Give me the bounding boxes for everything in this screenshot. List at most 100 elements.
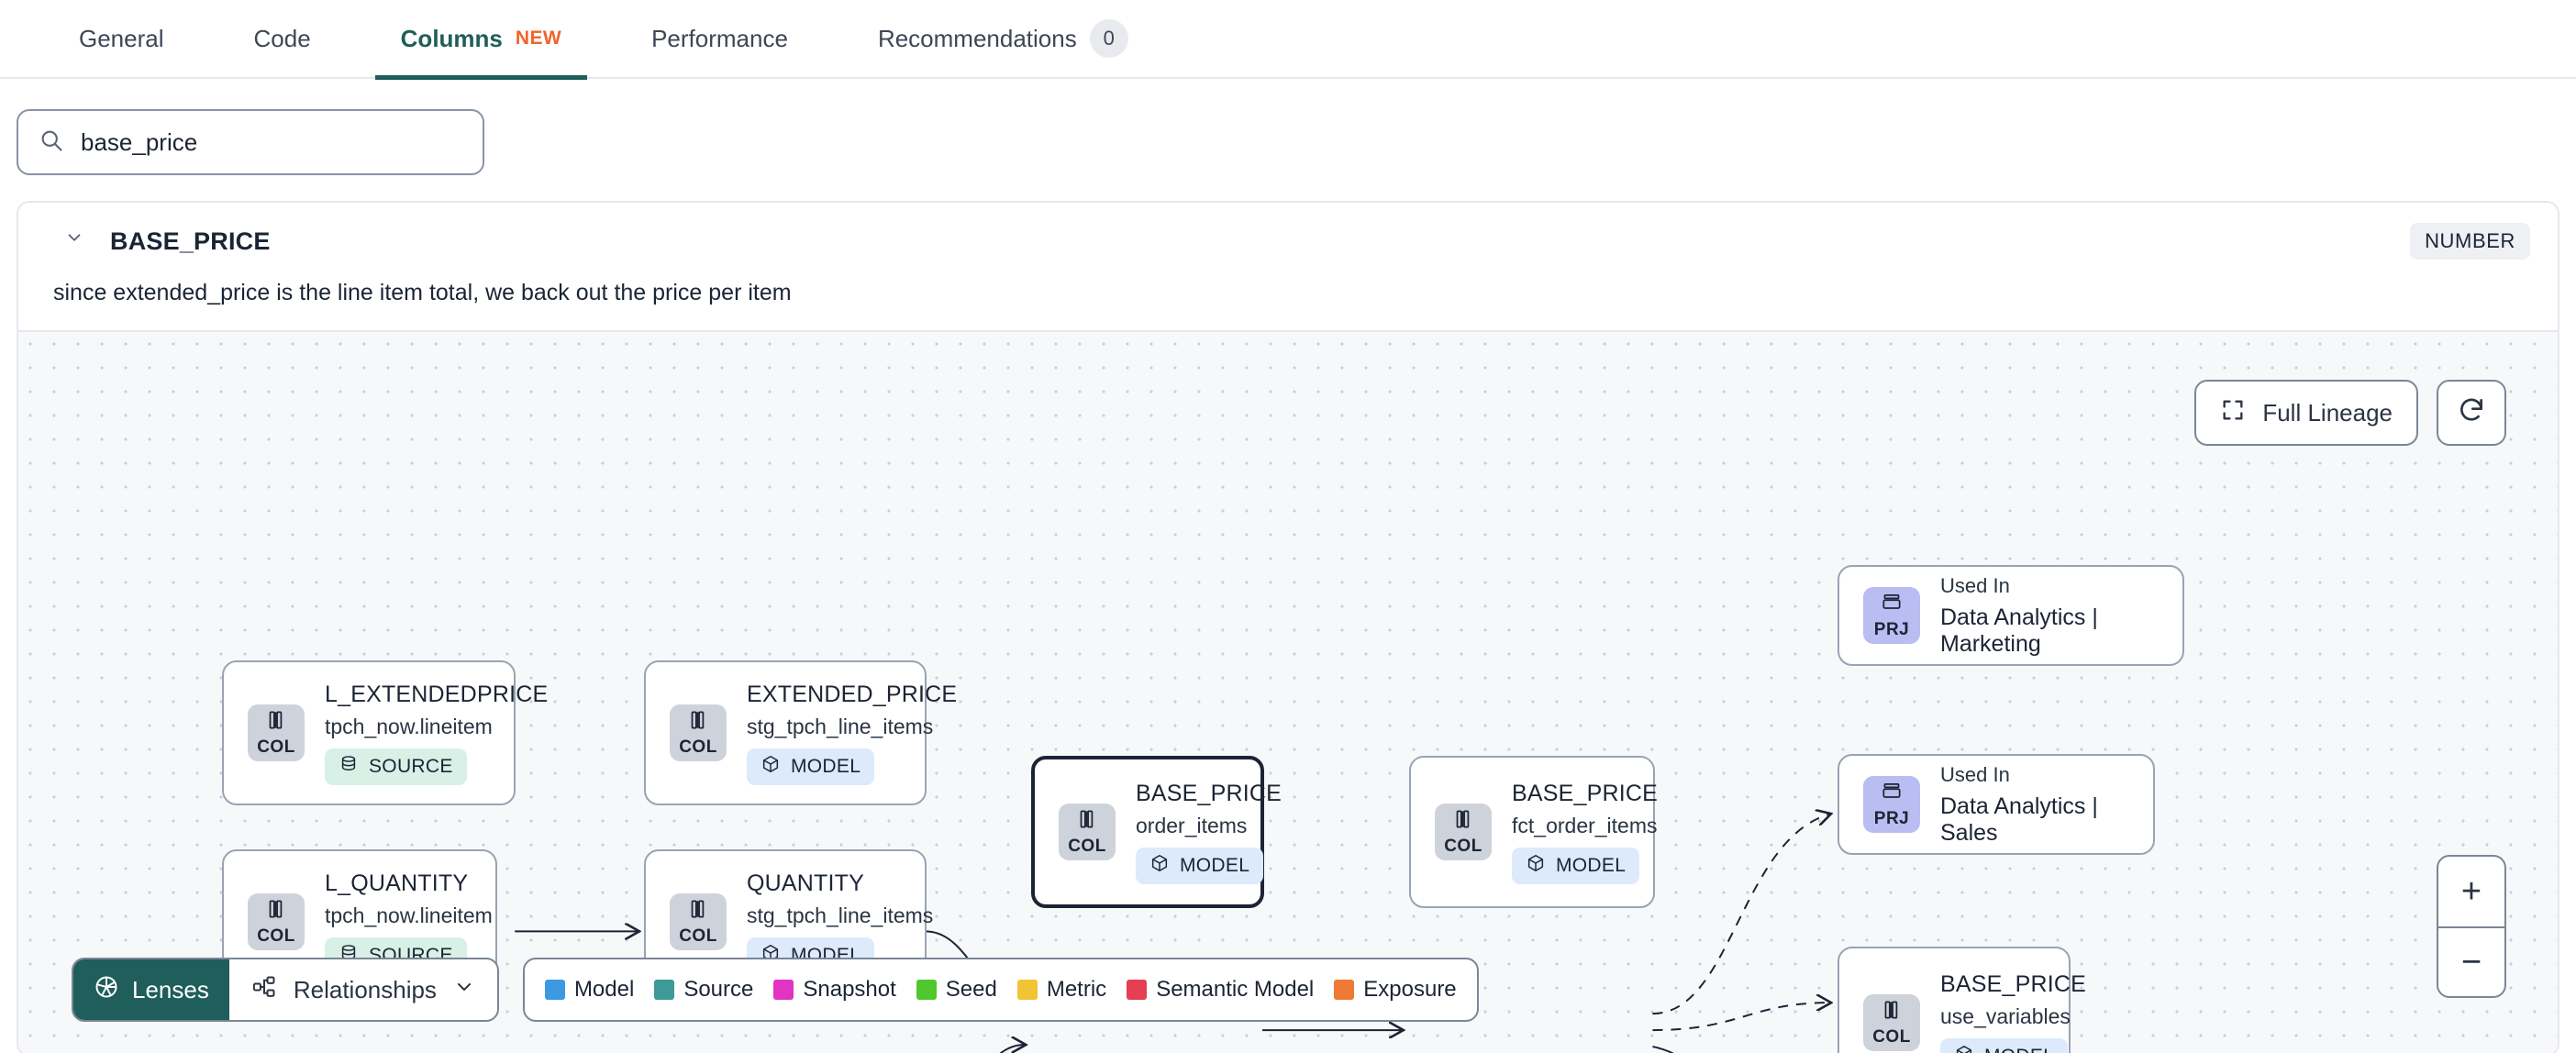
node-subtitle: use_variables	[1940, 1003, 2071, 1028]
node-kind-label: SOURCE	[369, 755, 453, 777]
node-name: QUANTITY	[747, 870, 864, 896]
zoom-in-button[interactable]: +	[2460, 871, 2482, 911]
lenses-label: Lenses	[132, 975, 209, 1003]
zoom-controls: + −	[2437, 855, 2506, 998]
column-type-badge: COL	[1863, 994, 1920, 1051]
lineage-canvas[interactable]: Full Lineage + −	[18, 330, 2558, 1053]
column-description: since extended_price is the line item to…	[53, 280, 792, 305]
node-subtitle: fct_order_items	[1512, 813, 1658, 837]
column-header: BASE_PRICE NUMBER	[18, 203, 2558, 260]
relationships-dropdown[interactable]: Relationships	[229, 959, 497, 1020]
column-type-badge: COL	[670, 893, 727, 950]
lineage-node[interactable]: COL BASE_PRICE use_variablesMODEL	[1838, 947, 2086, 1053]
tab-label: Code	[253, 24, 311, 52]
legend-item: Source	[654, 977, 753, 1003]
tab-columns[interactable]: Columns NEW	[374, 0, 588, 80]
prj-badge-label: PRJ	[1873, 620, 1910, 639]
used-in-label: Used In	[1940, 762, 2010, 786]
column-icon	[1451, 807, 1475, 836]
full-lineage-label: Full Lineage	[2262, 398, 2393, 427]
legend-item: Snapshot	[773, 977, 896, 1003]
column-icon	[686, 897, 710, 926]
col-badge-label: COL	[1068, 837, 1106, 856]
cube-icon	[1954, 1044, 1974, 1053]
col-badge-label: COL	[679, 737, 717, 757]
tab-new-badge: NEW	[515, 28, 562, 49]
column-type-badge: COL	[670, 704, 727, 761]
node-kind-pill: MODEL	[1136, 847, 1264, 884]
node-name: L_EXTENDEDPRICE	[325, 681, 549, 707]
column-type-badge: COL	[248, 893, 305, 950]
node-name: BASE_PRICE	[1940, 970, 2087, 997]
col-badge-label: COL	[1444, 837, 1482, 856]
node-kind-pill: MODEL	[1940, 1037, 2069, 1053]
tab-recommendations[interactable]: Recommendations 0	[852, 0, 1154, 78]
project-name: Data Analytics | Sales	[1940, 793, 2098, 846]
cube-icon	[761, 754, 781, 780]
chevron-down-icon	[453, 976, 475, 1004]
legend-swatch	[773, 980, 794, 1000]
legend-label: Source	[683, 977, 754, 1002]
aperture-icon	[94, 974, 119, 1006]
legend-label: Metric	[1046, 977, 1107, 1002]
lenses-button[interactable]: Lenses	[73, 959, 229, 1020]
node-kind-pill: MODEL	[1512, 847, 1640, 884]
project-box-icon	[1880, 780, 1904, 808]
legend-swatch	[916, 980, 937, 1000]
column-name: BASE_PRICE	[110, 227, 271, 255]
search-input[interactable]	[81, 127, 462, 157]
column-panel: BASE_PRICE NUMBER since extended_price i…	[17, 201, 2559, 1053]
prj-badge-label: PRJ	[1873, 809, 1910, 828]
col-badge-label: COL	[1872, 1027, 1911, 1047]
recommendations-count: 0	[1089, 19, 1128, 58]
tab-code[interactable]: Code	[228, 0, 337, 78]
node-subtitle: stg_tpch_line_items	[747, 903, 934, 927]
chevron-down-icon[interactable]	[64, 227, 84, 252]
node-name: BASE_PRICE	[1512, 780, 1659, 806]
legend-swatch	[1127, 980, 1148, 1000]
full-lineage-button[interactable]: Full Lineage	[2194, 380, 2418, 446]
column-icon	[264, 897, 288, 926]
node-kind-label: MODEL	[791, 755, 861, 777]
legend-label: Model	[573, 977, 635, 1002]
refresh-button[interactable]	[2437, 380, 2506, 446]
legend-item: Metric	[1016, 977, 1107, 1003]
legend-swatch	[1334, 980, 1355, 1000]
search-icon	[39, 127, 64, 158]
relationships-icon	[251, 974, 277, 1006]
column-type-badge: COL	[1059, 804, 1116, 860]
cube-icon	[1526, 853, 1546, 879]
search-box[interactable]	[17, 109, 484, 175]
project-name: Data Analytics | Marketing	[1940, 604, 2098, 657]
project-type-badge: PRJ	[1863, 776, 1920, 833]
column-type-badge: NUMBER	[2410, 223, 2530, 260]
refresh-icon	[2457, 395, 2486, 431]
tab-general[interactable]: General	[53, 0, 190, 78]
node-subtitle: stg_tpch_line_items	[747, 714, 934, 738]
lenses-group: Lenses Relationships	[72, 958, 499, 1022]
zoom-out-button[interactable]: −	[2438, 926, 2504, 996]
column-icon	[1075, 807, 1099, 836]
legend-item: Semantic Model	[1127, 977, 1314, 1003]
lineage-bottom-bar: Lenses Relationships	[72, 958, 1479, 1022]
column-icon	[264, 708, 288, 737]
column-icon	[686, 708, 710, 737]
node-subtitle: tpch_now.lineitem	[325, 714, 493, 738]
node-subtitle: order_items	[1136, 813, 1248, 837]
tab-performance[interactable]: Performance	[626, 0, 814, 78]
node-name: BASE_PRICE	[1136, 780, 1282, 806]
node-name: L_QUANTITY	[325, 870, 469, 896]
lineage-project-node[interactable]: PRJ Used In Data Analytics | Sales	[1838, 754, 2155, 855]
node-subtitle: tpch_now.lineitem	[325, 903, 493, 927]
col-badge-label: COL	[679, 926, 717, 946]
tab-label: General	[79, 24, 164, 52]
legend-swatch	[544, 980, 565, 1000]
project-box-icon	[1880, 591, 1904, 619]
column-icon	[1880, 998, 1904, 1026]
